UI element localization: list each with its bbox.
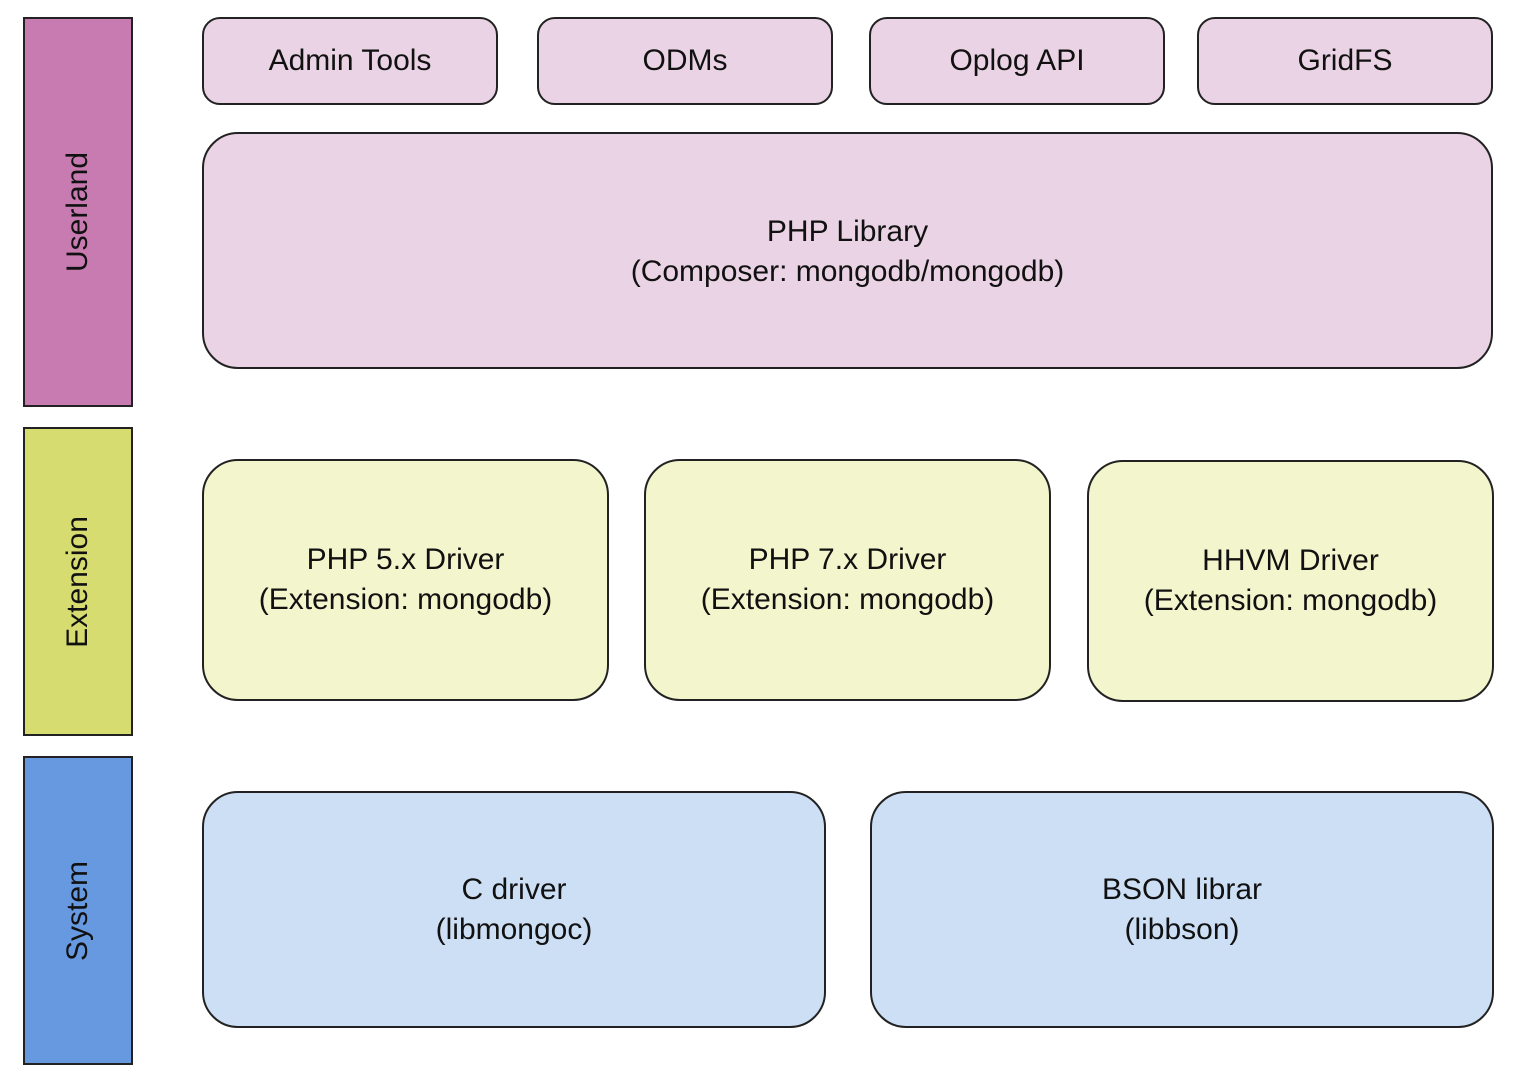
odms-box: ODMs xyxy=(537,17,833,105)
php5-driver-title: PHP 5.x Driver xyxy=(306,543,505,576)
c-driver-title: C driver xyxy=(461,872,567,906)
gridfs-box: GridFS xyxy=(1197,17,1493,105)
odms-label: ODMs xyxy=(642,44,728,77)
php7-driver-subtitle: (Extension: mongodb) xyxy=(700,583,995,616)
bson-library-title: BSON librar xyxy=(1101,872,1263,906)
layer-bar-extension: Extension xyxy=(23,427,133,736)
bson-library-subtitle: (libbson) xyxy=(1124,912,1240,946)
php7-driver-box: PHP 7.x Driver (Extension: mongodb) xyxy=(644,459,1051,701)
layer-bar-system: System xyxy=(23,756,133,1065)
layer-label-extension: Extension xyxy=(61,515,94,648)
php7-driver-title: PHP 7.x Driver xyxy=(748,543,947,576)
layer-label-system: System xyxy=(61,860,94,961)
hhvm-driver-title: HHVM Driver xyxy=(1202,544,1379,577)
admin-tools-label: Admin Tools xyxy=(268,44,432,77)
php5-driver-box: PHP 5.x Driver (Extension: mongodb) xyxy=(202,459,609,701)
php-library-subtitle: (Composer: mongodb/mongodb) xyxy=(630,255,1065,288)
php-library-box: PHP Library (Composer: mongodb/mongodb) xyxy=(202,132,1493,369)
c-driver-box: C driver (libmongoc) xyxy=(202,791,826,1028)
bson-library-box: BSON librar (libbson) xyxy=(870,791,1494,1028)
oplog-api-label: Oplog API xyxy=(949,44,1085,77)
php-library-title: PHP Library xyxy=(766,215,929,248)
layer-label-userland: Userland xyxy=(61,151,94,273)
oplog-api-box: Oplog API xyxy=(869,17,1165,105)
admin-tools-box: Admin Tools xyxy=(202,17,498,105)
layer-bar-userland: Userland xyxy=(23,17,133,407)
hhvm-driver-subtitle: (Extension: mongodb) xyxy=(1143,584,1438,617)
hhvm-driver-box: HHVM Driver (Extension: mongodb) xyxy=(1087,460,1494,702)
gridfs-label: GridFS xyxy=(1297,44,1393,77)
php5-driver-subtitle: (Extension: mongodb) xyxy=(258,583,553,616)
c-driver-subtitle: (libmongoc) xyxy=(435,912,593,946)
